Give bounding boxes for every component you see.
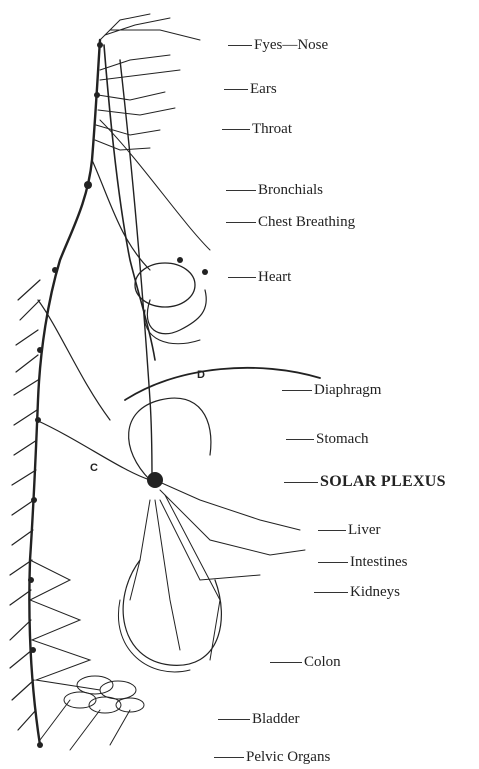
label-liver: Liver xyxy=(318,523,380,538)
label-ears: Ears xyxy=(224,82,277,97)
vagus-nerve xyxy=(120,60,152,480)
label-bladder: Bladder xyxy=(218,712,299,727)
heart-plexus xyxy=(135,263,195,307)
marker-d: D xyxy=(197,369,205,381)
label-eyes-nose: Fyes—Nose xyxy=(228,38,328,53)
label-bronchials: Bronchials xyxy=(226,183,323,198)
label-solar-plexus: SOLAR PLEXUS xyxy=(284,474,446,490)
label-intestines: Intestines xyxy=(318,555,408,570)
label-colon: Colon xyxy=(270,655,341,670)
label-chest-breathing: Chest Breathing xyxy=(226,215,355,230)
label-diaphragm: Diaphragm xyxy=(282,383,381,398)
sympathetic-chain xyxy=(29,40,100,745)
stomach-loop xyxy=(129,398,211,480)
label-kidneys: Kidneys xyxy=(314,585,400,600)
label-stomach: Stomach xyxy=(286,432,369,447)
marker-c: C xyxy=(90,462,98,474)
label-heart: Heart xyxy=(228,270,291,285)
label-pelvic-organs: Pelvic Organs xyxy=(214,750,330,765)
label-throat: Throat xyxy=(222,122,292,137)
